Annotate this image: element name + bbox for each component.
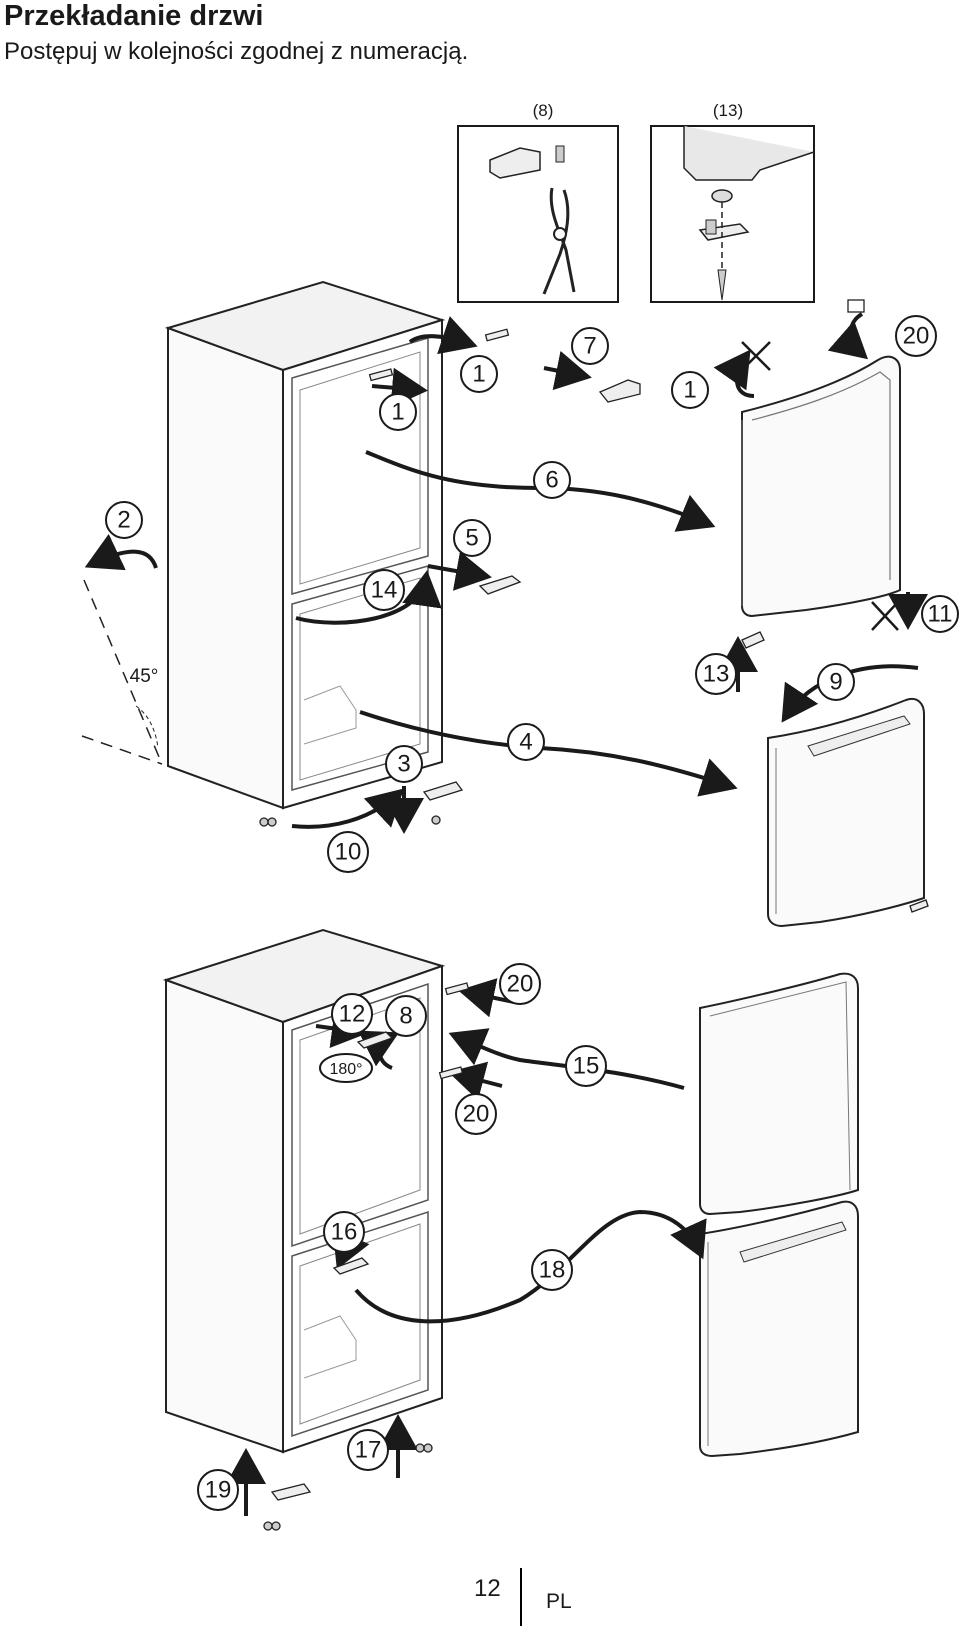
step-marker: 13 bbox=[695, 653, 737, 695]
step-marker: 7 bbox=[571, 327, 609, 365]
step-markers-top: 1 1 1 7 20 6 2 5 14 11 13 9 4 3 10 bbox=[105, 315, 959, 873]
inset-hinge-pliers: (8) bbox=[457, 101, 619, 303]
step-markers-bottom: 12 8 20 15 20 16 18 17 19 bbox=[197, 963, 607, 1511]
step-marker: 10 bbox=[327, 831, 369, 873]
svg-text:4: 4 bbox=[519, 729, 532, 756]
svg-text:6: 6 bbox=[545, 467, 558, 494]
svg-text:1: 1 bbox=[683, 377, 696, 404]
step-marker: 17 bbox=[347, 1429, 389, 1471]
svg-text:3: 3 bbox=[397, 751, 410, 778]
svg-text:2: 2 bbox=[117, 507, 130, 534]
fridge-door-right bbox=[767, 698, 925, 928]
step-marker: 16 bbox=[323, 1211, 365, 1253]
step-marker: 20 bbox=[895, 315, 937, 357]
angle-label: 45° bbox=[130, 666, 159, 687]
footer-divider bbox=[520, 1568, 522, 1626]
step-marker: 1 bbox=[379, 393, 417, 431]
rotation-label: 180° bbox=[329, 1061, 362, 1078]
remove-mark-icons bbox=[741, 341, 899, 631]
step-marker: 5 bbox=[453, 519, 491, 557]
svg-text:10: 10 bbox=[335, 839, 362, 866]
step-marker: 19 bbox=[197, 1469, 239, 1511]
freezer-door-top bbox=[741, 355, 901, 618]
step-marker: 1 bbox=[460, 355, 498, 393]
svg-text:13: 13 bbox=[703, 661, 730, 688]
svg-text:14: 14 bbox=[371, 577, 398, 604]
step-marker: 3 bbox=[385, 745, 423, 783]
svg-text:18: 18 bbox=[539, 1257, 566, 1284]
rotation-indicator: 180° bbox=[319, 1053, 373, 1083]
page-title: Przekładanie drzwi bbox=[4, 0, 264, 32]
freezer-door-bottom-section bbox=[699, 972, 859, 1216]
page-number: 12 bbox=[474, 1575, 501, 1602]
svg-text:17: 17 bbox=[355, 1437, 382, 1464]
step-marker: 6 bbox=[533, 461, 571, 499]
step-marker: 11 bbox=[921, 595, 959, 633]
inset-foot-hinge: (13) bbox=[650, 101, 815, 303]
inset-label-8: (8) bbox=[533, 101, 554, 120]
svg-text:5: 5 bbox=[465, 525, 478, 552]
svg-text:11: 11 bbox=[928, 601, 953, 628]
svg-text:8: 8 bbox=[399, 1003, 412, 1030]
svg-text:7: 7 bbox=[583, 333, 596, 360]
svg-text:20: 20 bbox=[903, 323, 930, 350]
step-marker: 20 bbox=[455, 1093, 497, 1135]
fridge-top-illustration bbox=[164, 280, 446, 810]
svg-text:12: 12 bbox=[339, 1001, 366, 1028]
step-marker: 8 bbox=[385, 995, 427, 1037]
svg-text:15: 15 bbox=[573, 1053, 600, 1080]
small-parts-top bbox=[259, 299, 929, 913]
svg-text:1: 1 bbox=[391, 399, 404, 426]
step-marker: 4 bbox=[507, 723, 545, 761]
fridge-door-bottom-section bbox=[699, 1200, 859, 1458]
step-marker: 15 bbox=[565, 1045, 607, 1087]
svg-text:16: 16 bbox=[331, 1219, 358, 1246]
svg-text:20: 20 bbox=[507, 971, 534, 998]
page-subtitle: Postępuj w kolejności zgodnej z numeracj… bbox=[4, 38, 469, 65]
step-marker: 14 bbox=[363, 569, 405, 611]
inset-label-13: (13) bbox=[713, 101, 743, 120]
svg-text:20: 20 bbox=[463, 1101, 490, 1128]
fridge-bottom-illustration bbox=[162, 928, 446, 1454]
tilt-angle-indicator: 45° bbox=[81, 579, 163, 765]
svg-text:1: 1 bbox=[472, 361, 485, 388]
step-marker: 2 bbox=[105, 501, 143, 539]
step-marker: 1 bbox=[671, 371, 709, 409]
small-parts-bottom bbox=[263, 982, 470, 1531]
svg-text:19: 19 bbox=[205, 1477, 232, 1504]
language-code: PL bbox=[546, 1590, 572, 1613]
step-marker: 20 bbox=[499, 963, 541, 1005]
step-marker: 18 bbox=[531, 1249, 573, 1291]
step-marker: 12 bbox=[331, 993, 373, 1035]
svg-text:9: 9 bbox=[829, 669, 842, 696]
step-marker: 9 bbox=[817, 663, 855, 701]
